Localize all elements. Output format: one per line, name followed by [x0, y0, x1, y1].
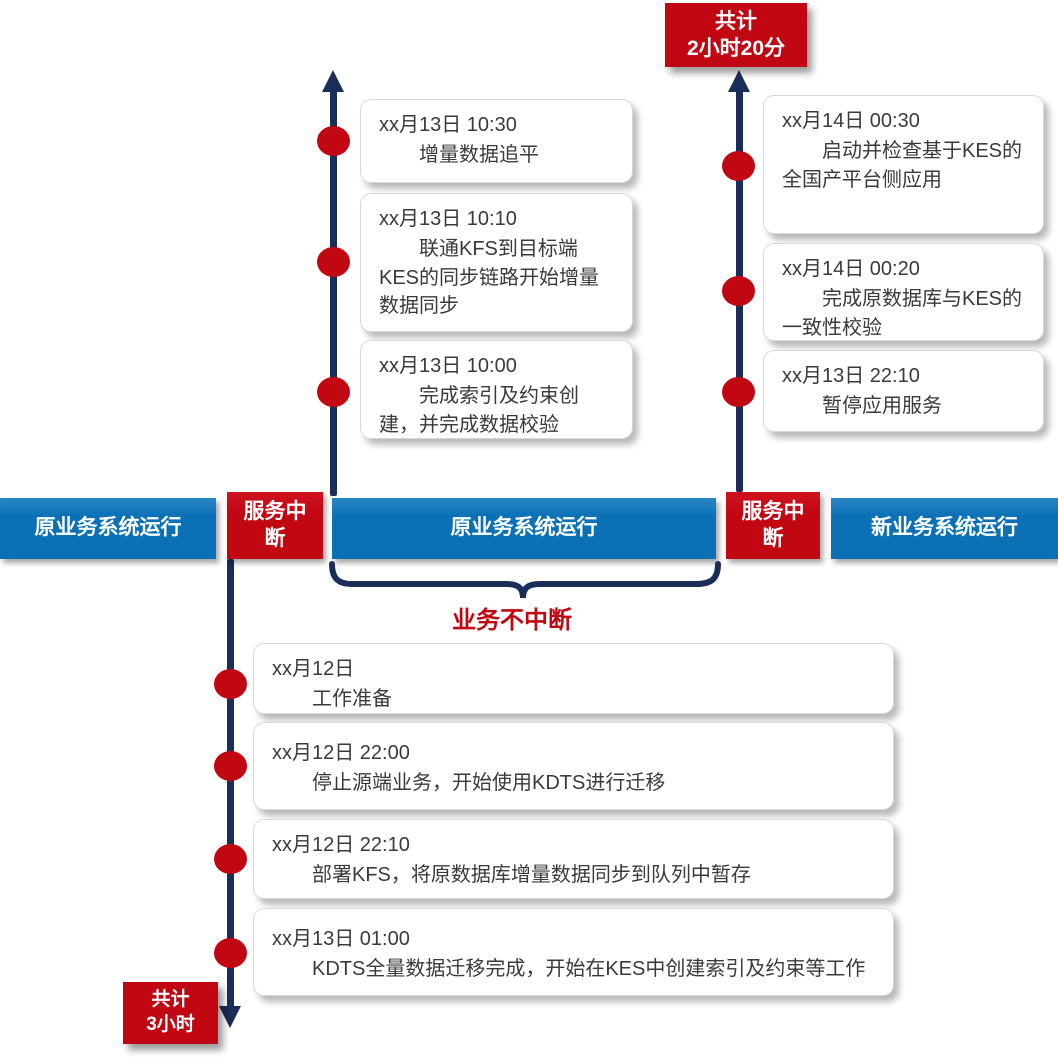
bar-segment-new-system-running: 新业务系统运行: [831, 498, 1058, 559]
no-interruption-label: 业务不中断: [452, 607, 572, 634]
bar-segment-service-interrupt: 服务中断: [227, 492, 323, 559]
total-duration-badge-top: 共计 2小时20分: [665, 3, 807, 67]
timeline-dot: [214, 844, 247, 874]
bar-segment-label: 新业务系统运行: [871, 516, 1018, 540]
event-date: xx月13日 10:10: [379, 208, 517, 230]
event-date: xx月12日 22:00: [272, 742, 410, 764]
event-card: xx月13日 01:00 KDTS全量数据迁移完成，开始在KES中创建索引及约束…: [253, 908, 894, 996]
event-date: xx月14日 00:30: [782, 110, 920, 132]
bar-segment-old-system-running: 原业务系统运行: [0, 498, 216, 559]
event-desc: 暂停应用服务: [822, 395, 942, 418]
badge-line: 3小时: [146, 1014, 195, 1035]
brace-icon: [329, 561, 721, 599]
up-arrow-icon: [322, 70, 344, 92]
event-desc: 增量数据追平: [419, 144, 539, 167]
bar-segment-service-interrupt: 服务中断: [726, 492, 820, 559]
event-date: xx月12日 22:10: [272, 834, 410, 856]
timeline-dot: [214, 938, 247, 968]
event-card: xx月14日 00:30 启动并检查基于KES的全国产平台侧应用: [763, 95, 1044, 234]
badge-line: 2小时20分: [686, 37, 786, 60]
timeline-dot: [214, 669, 247, 699]
event-date: xx月13日 10:00: [379, 355, 517, 377]
event-card: xx月12日 22:00 停止源端业务，开始使用KDTS进行迁移: [253, 722, 894, 810]
badge-line: 共计: [715, 9, 757, 33]
total-duration-badge-bottom: 共计 3小时: [123, 982, 218, 1044]
timeline-dot: [317, 377, 350, 407]
event-desc: KDTS全量数据迁移完成，开始在KES中创建索引及约束等工作: [312, 958, 866, 981]
event-desc: 完成索引及约束创建，并完成数据校验: [379, 385, 579, 436]
timeline-line-bottom: [227, 559, 234, 1009]
bar-segment-label: 服务中断: [243, 500, 307, 550]
up-arrow-icon: [728, 70, 750, 92]
timeline-line-upper-left: [330, 88, 337, 496]
event-date: xx月14日 00:20: [782, 258, 920, 280]
bar-segment-label: 原业务系统运行: [34, 516, 182, 540]
event-desc: 联通KFS到目标端KES的同步链路开始增量数据同步: [379, 238, 600, 318]
badge-line: 共计: [151, 989, 190, 1011]
timeline-dot: [317, 247, 350, 277]
event-date: xx月13日 01:00: [272, 928, 410, 950]
bar-segment-old-system-running: 原业务系统运行: [332, 498, 716, 559]
bar-segment-label: 服务中断: [741, 500, 805, 550]
event-desc: 部署KFS，将原数据库增量数据同步到队列中暂存: [312, 864, 751, 887]
down-arrow-icon: [219, 1006, 241, 1028]
event-card: xx月13日 10:10 联通KFS到目标端KES的同步链路开始增量数据同步: [360, 193, 633, 332]
event-desc: 启动并检查基于KES的全国产平台侧应用: [782, 140, 1023, 191]
timeline-dot: [214, 751, 247, 781]
event-date: xx月13日 10:30: [379, 114, 517, 136]
timeline-dot: [317, 126, 350, 156]
timeline-dot: [722, 151, 755, 181]
event-card: xx月13日 22:10 暂停应用服务: [763, 350, 1044, 432]
event-desc: 工作准备: [312, 688, 392, 711]
event-desc: 完成原数据库与KES的一致性校验: [782, 288, 1023, 339]
timeline-dot: [722, 276, 755, 306]
event-card: xx月13日 10:30 增量数据追平: [360, 99, 633, 183]
event-card: xx月14日 00:20 完成原数据库与KES的一致性校验: [763, 243, 1044, 341]
event-card: xx月12日 工作准备: [253, 643, 894, 714]
bar-segment-label: 原业务系统运行: [450, 516, 598, 540]
event-card: xx月12日 22:10 部署KFS，将原数据库增量数据同步到队列中暂存: [253, 819, 894, 899]
event-card: xx月13日 10:00 完成索引及约束创建，并完成数据校验: [360, 340, 633, 439]
timeline-dot: [722, 377, 755, 407]
event-desc: 停止源端业务，开始使用KDTS进行迁移: [312, 772, 666, 795]
event-date: xx月13日 22:10: [782, 365, 920, 387]
event-date: xx月12日: [272, 658, 355, 680]
